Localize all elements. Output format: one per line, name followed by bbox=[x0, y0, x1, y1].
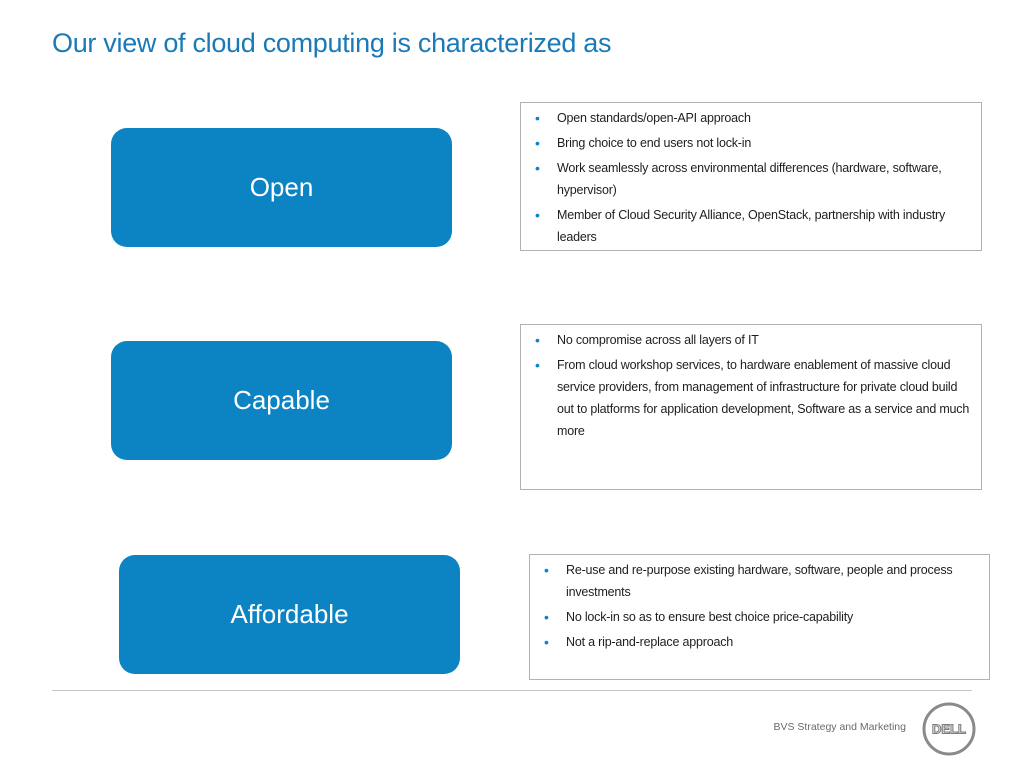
footer-text: BVS Strategy and Marketing bbox=[773, 721, 907, 733]
footer-divider bbox=[52, 690, 972, 691]
bullet-item: From cloud workshop services, to hardwar… bbox=[531, 354, 971, 442]
bullet-item: Bring choice to end users not lock-in bbox=[531, 132, 971, 154]
bullet-item: Open standards/open-API approach bbox=[531, 107, 971, 129]
pillar-open-box: Open bbox=[111, 128, 452, 247]
pillar-open-details: Open standards/open-API approach Bring c… bbox=[520, 102, 982, 251]
pillar-capable-label: Capable bbox=[233, 385, 330, 415]
bullet-item: Member of Cloud Security Alliance, OpenS… bbox=[531, 204, 971, 248]
bullet-item: Work seamlessly across environmental dif… bbox=[531, 157, 971, 201]
slide-title: Our view of cloud computing is character… bbox=[52, 28, 612, 58]
pillar-affordable-details: Re-use and re-purpose existing hardware,… bbox=[529, 554, 990, 680]
bullet-item: No compromise across all layers of IT bbox=[531, 329, 971, 351]
pillar-capable-details: No compromise across all layers of IT Fr… bbox=[520, 324, 982, 490]
pillar-capable-box: Capable bbox=[111, 341, 452, 460]
dell-logo-icon: DELL bbox=[922, 702, 976, 756]
bullet-item: Not a rip-and-replace approach bbox=[540, 631, 979, 653]
bullet-item: Re-use and re-purpose existing hardware,… bbox=[540, 559, 979, 603]
pillar-affordable-label: Affordable bbox=[230, 599, 349, 629]
pillar-affordable-box: Affordable bbox=[119, 555, 460, 674]
bullet-item: No lock-in so as to ensure best choice p… bbox=[540, 606, 979, 628]
pillar-open-label: Open bbox=[249, 172, 314, 202]
logo-text: DELL bbox=[932, 722, 966, 737]
